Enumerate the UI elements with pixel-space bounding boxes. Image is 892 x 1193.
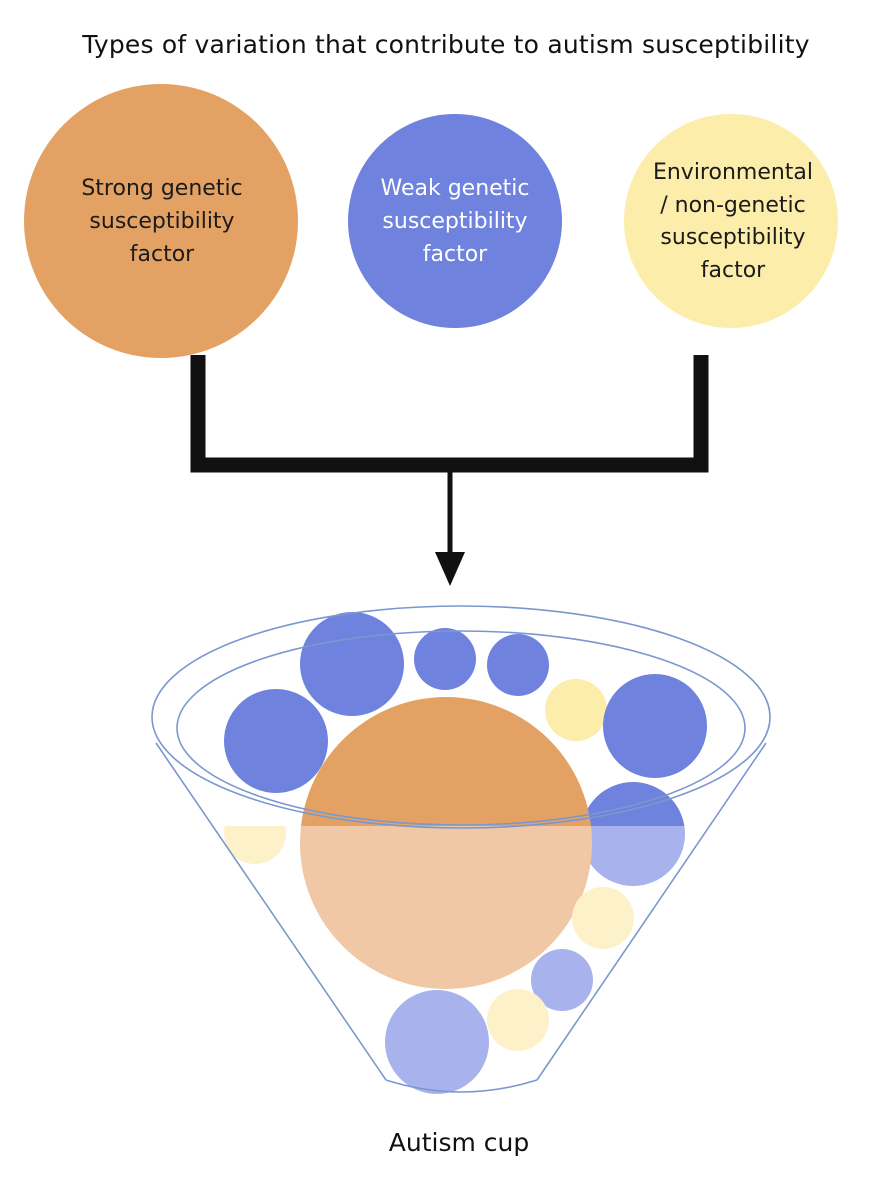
diagram-title: Types of variation that contribute to au…	[82, 30, 810, 59]
weak-factor-ball	[531, 949, 593, 1011]
strong-factor-ball	[301, 697, 591, 826]
environmental-factor-label: Environmental / non-genetic susceptibili…	[652, 160, 814, 283]
weak-factor-ball	[581, 826, 685, 886]
weak-factor-ball	[300, 612, 404, 716]
cup-left-wall	[155, 742, 387, 1081]
cup-right-wall	[536, 742, 767, 1081]
weak-factor-label: Weak genetic susceptibility factor	[380, 176, 530, 267]
weak-factor-ball	[487, 634, 549, 696]
strong-factor-circle	[24, 84, 298, 358]
environmental-factor-ball	[545, 679, 607, 741]
weak-factor-circle	[348, 114, 562, 328]
strong-factor-label: Strong genetic susceptibility factor	[81, 176, 243, 267]
cup-outline	[151, 605, 771, 1093]
strong-factor-ball	[300, 826, 592, 989]
weak-factor-ball	[603, 674, 707, 778]
cup-contents-upper	[224, 612, 707, 826]
cup-rim-inner	[176, 630, 746, 826]
weak-factor-ball	[414, 628, 476, 690]
environmental-factor-circle	[624, 114, 838, 328]
cup-contents-lower	[224, 826, 685, 1094]
cup-base	[385, 1079, 538, 1093]
connector-bracket	[190, 355, 709, 473]
down-arrow-icon	[435, 552, 465, 586]
cup-label: Autism cup	[388, 1128, 530, 1157]
environmental-factor-ball	[572, 887, 634, 949]
weak-factor-ball	[224, 689, 328, 793]
environmental-factor-ball	[224, 826, 286, 864]
cup-rim-outer	[151, 605, 771, 829]
weak-factor-ball	[385, 990, 489, 1094]
environmental-factor-ball	[487, 989, 549, 1051]
